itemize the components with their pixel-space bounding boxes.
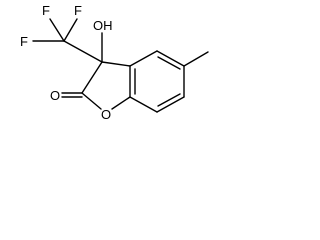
trifluoromethyl-bonds [32, 18, 103, 63]
atom-carbonyl-oxygen: O [50, 88, 60, 103]
bond-cf3-to-f-top-right [63, 18, 78, 42]
atom-hydroxyl: OH [93, 18, 113, 33]
bond-c7-to-c7a [129, 96, 158, 113]
bond-c2-to-ring-o [81, 92, 102, 110]
atom-f-top-left: F [42, 3, 50, 18]
carbonyl-double-bond [61, 92, 83, 98]
lactone-ring-bonds [81, 61, 131, 110]
bond-c6-to-c7-inner [157, 93, 181, 107]
atom-ring-oxygen: O [101, 107, 111, 122]
atom-f-top-right: F [74, 3, 82, 18]
structure-diagram: F F F OH O O [20, 3, 209, 122]
bond-c5-to-methyl [183, 51, 209, 67]
atom-f-left: F [20, 34, 28, 49]
benzene-ring-bonds [129, 50, 185, 113]
bond-ring-o-to-c7a [111, 96, 131, 110]
bond-c6-to-c7 [156, 96, 185, 113]
bond-c3a-to-c4 [129, 50, 158, 67]
bond-cf3-to-f-top-left [49, 18, 65, 42]
bond-c3-to-c2 [81, 61, 103, 94]
bond-c4-to-c5 [156, 50, 185, 67]
bond-cf3-to-c3 [63, 40, 103, 63]
bond-c3-to-c3a [101, 61, 131, 67]
bond-c4-to-c5-inner [157, 56, 181, 70]
